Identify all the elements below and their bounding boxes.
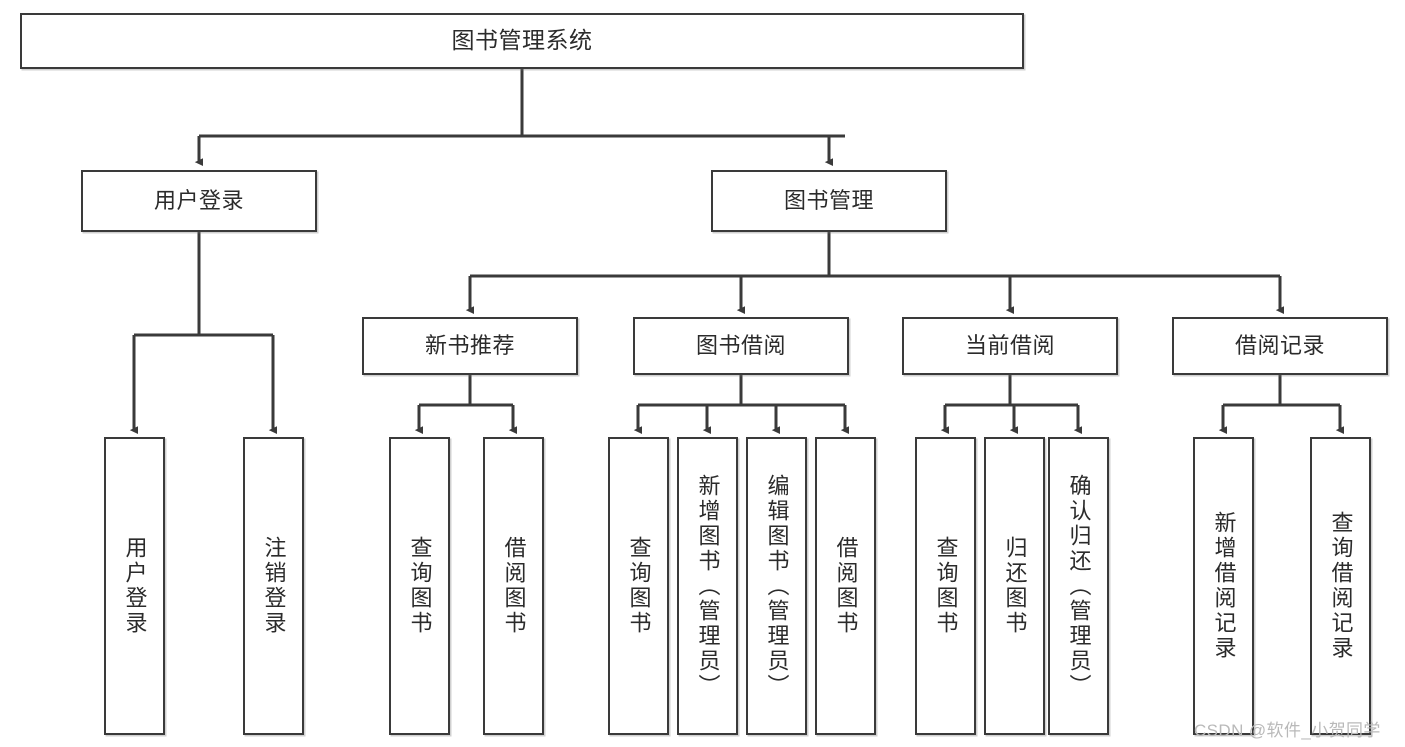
- node-leaf-query-book-3[interactable]: 查询图书: [915, 437, 976, 735]
- node-leaf-edit-book[interactable]: 编辑图书（管理员）: [746, 437, 807, 735]
- node-book-borrow[interactable]: 图书借阅: [633, 317, 849, 375]
- node-book-manage[interactable]: 图书管理: [711, 170, 947, 232]
- node-borrow-record-label: 借阅记录: [1234, 333, 1325, 359]
- node-leaf-confirm-return-label: 确认归还（管理员）: [1066, 473, 1092, 699]
- node-leaf-query-book-2[interactable]: 查询图书: [608, 437, 669, 735]
- node-leaf-borrow-book-2[interactable]: 借阅图书: [815, 437, 876, 735]
- node-leaf-query-record-label: 查询借阅记录: [1328, 511, 1354, 661]
- node-new-book-recommend[interactable]: 新书推荐: [362, 317, 578, 375]
- node-leaf-query-record[interactable]: 查询借阅记录: [1310, 437, 1371, 735]
- node-leaf-logout-login[interactable]: 注销登录: [243, 437, 304, 735]
- node-leaf-add-record[interactable]: 新增借阅记录: [1193, 437, 1254, 735]
- node-book-borrow-label: 图书借阅: [695, 333, 786, 359]
- node-root-system[interactable]: 图书管理系统: [20, 13, 1024, 69]
- node-leaf-query-book-2-label: 查询图书: [626, 536, 652, 636]
- node-book-manage-label: 图书管理: [783, 188, 874, 214]
- node-leaf-edit-book-label: 编辑图书（管理员）: [764, 473, 790, 699]
- node-leaf-query-book-1-label: 查询图书: [407, 536, 433, 636]
- node-current-borrow-label: 当前借阅: [964, 333, 1055, 359]
- node-leaf-return-book[interactable]: 归还图书: [984, 437, 1045, 735]
- node-new-book-recommend-label: 新书推荐: [424, 333, 515, 359]
- node-leaf-query-book-3-label: 查询图书: [933, 536, 959, 636]
- node-leaf-add-book-label: 新增图书（管理员）: [695, 473, 721, 699]
- node-leaf-logout-login-label: 注销登录: [261, 536, 287, 636]
- node-user-login[interactable]: 用户登录: [81, 170, 317, 232]
- node-user-login-label: 用户登录: [153, 188, 244, 214]
- node-borrow-record[interactable]: 借阅记录: [1172, 317, 1388, 375]
- node-leaf-return-book-label: 归还图书: [1002, 536, 1028, 636]
- node-leaf-add-book[interactable]: 新增图书（管理员）: [677, 437, 738, 735]
- node-leaf-add-record-label: 新增借阅记录: [1211, 511, 1237, 661]
- node-leaf-query-book-1[interactable]: 查询图书: [389, 437, 450, 735]
- node-leaf-user-login[interactable]: 用户登录: [104, 437, 165, 735]
- node-leaf-borrow-book-2-label: 借阅图书: [833, 536, 859, 636]
- node-leaf-confirm-return[interactable]: 确认归还（管理员）: [1048, 437, 1109, 735]
- node-root-label: 图书管理系统: [451, 27, 593, 54]
- node-leaf-borrow-book-1[interactable]: 借阅图书: [483, 437, 544, 735]
- node-current-borrow[interactable]: 当前借阅: [902, 317, 1118, 375]
- node-leaf-borrow-book-1-label: 借阅图书: [501, 536, 527, 636]
- node-leaf-user-login-label: 用户登录: [122, 536, 148, 636]
